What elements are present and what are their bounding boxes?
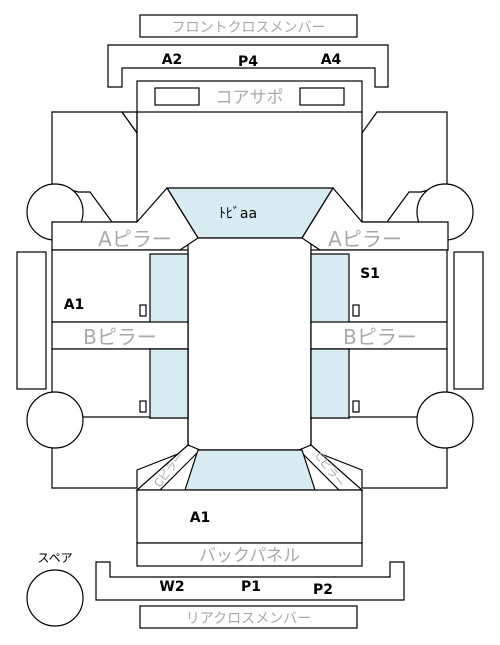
back-panel-label: バックパネル (199, 546, 300, 566)
right-side-sill (453, 251, 484, 390)
rear-center-mark: P1 (241, 579, 261, 595)
left-rear-window (149, 348, 189, 419)
core-support-label: コアサポ (216, 88, 284, 108)
a-pillar-right-label: Aピラー (328, 227, 402, 251)
front-bumper-outline (107, 44, 389, 88)
rear-window (184, 449, 316, 491)
b-pillar-right-band (310, 321, 448, 350)
c-pillar-left-label: Cピラー (152, 450, 187, 490)
spare-tire (26, 569, 84, 627)
left-side-sill (16, 251, 47, 390)
right-rear-window (310, 348, 350, 419)
c-pillar-right-label: Cピラー (312, 450, 347, 490)
headlight-right (299, 87, 345, 106)
left-door-mark: A1 (64, 297, 85, 313)
left-front-handle (139, 304, 147, 317)
left-rear-handle (139, 400, 147, 413)
right-rear-handle (352, 400, 360, 413)
front-right-mark: A4 (321, 52, 342, 68)
front-left-mark: A2 (162, 52, 183, 68)
roof-panel (187, 237, 312, 451)
left-rear-wheel (26, 391, 84, 449)
back-panel-box (136, 542, 363, 567)
right-rear-wheel (416, 391, 474, 449)
spare-label: スペア (37, 551, 72, 565)
roof-mark: ﾄﾋﾞaa (219, 206, 257, 222)
rear-bumper-outline (95, 561, 405, 601)
right-front-handle (352, 304, 360, 317)
trunk-lid (136, 489, 363, 544)
front-cross-member-box (139, 14, 358, 38)
a-pillar-left-label: Aピラー (98, 227, 172, 251)
front-cross-member-label: フロントクロスメンバー (172, 20, 326, 36)
b-pillar-left-band (51, 321, 189, 350)
headlight-left (154, 87, 200, 106)
rear-cross-member-box (139, 605, 358, 629)
b-pillar-right-label: Bピラー (343, 325, 417, 349)
trunk-mark: A1 (190, 510, 211, 526)
rear-cross-member-label: リアクロスメンバー (186, 611, 311, 627)
right-door-mark: S1 (360, 266, 380, 282)
front-center-mark: P4 (238, 54, 258, 70)
rear-left-mark: W2 (159, 579, 184, 595)
b-pillar-left-label: Bピラー (83, 325, 157, 349)
rear-right-mark: P2 (313, 582, 333, 598)
